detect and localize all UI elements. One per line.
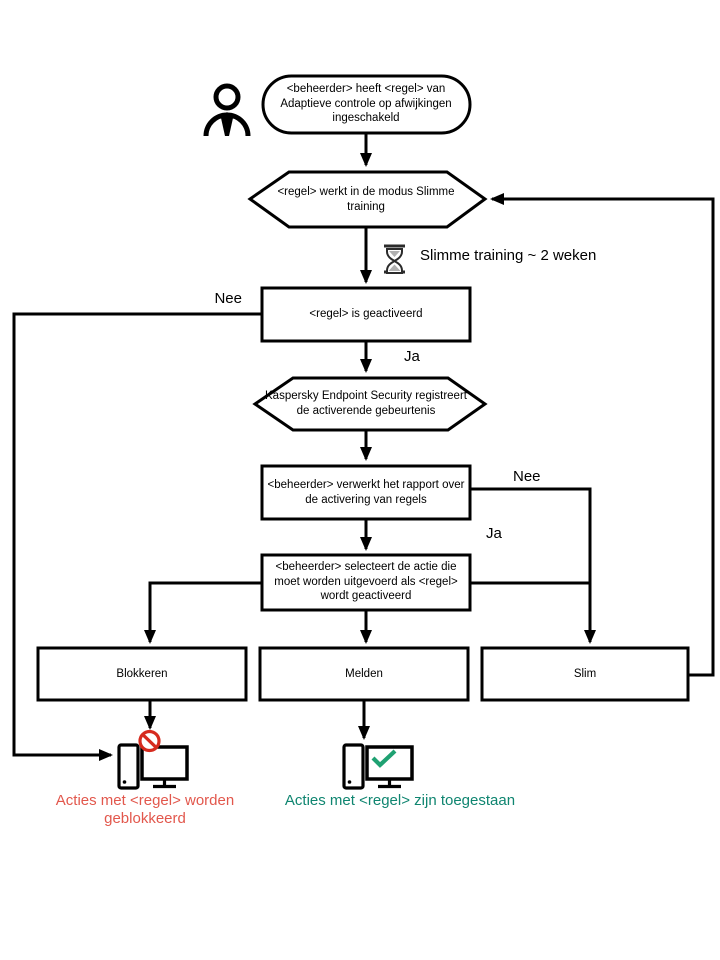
start-node-label: <beheerder> heeft <regel> van Adaptieve … (280, 83, 452, 124)
edge-select-to-blokkeren (144, 581, 262, 644)
training-duration-label: Slimme training ~ 2 weken (420, 247, 597, 264)
rule-triggered-node-shape (260, 286, 472, 343)
processes-report-node-shape (260, 464, 472, 521)
prohibition-icon (138, 729, 161, 753)
registers-event-node-shape (252, 376, 488, 432)
registers-event-node-label: Kaspersky Endpoint Security registreert … (265, 390, 467, 417)
melden-node-label: Melden (345, 668, 383, 680)
edge-slim-feedback-to-training (490, 193, 715, 677)
training-mode-node-label: <regel> werkt in de modus Slimme trainin… (277, 186, 455, 213)
blocked-devices-icon (117, 729, 189, 790)
nee-rule-label: Nee (214, 290, 242, 307)
training-mode-node-shape (247, 170, 488, 229)
blocked-outcome-caption: Acties met <regel> worden geblokkeerd (55, 792, 235, 827)
blokkeren-node-shape (36, 646, 248, 702)
ja-rule-label: Ja (404, 348, 420, 365)
allowed-outcome-caption: Acties met <regel> zijn toegestaan (284, 792, 516, 809)
checkmark-icon (371, 749, 397, 768)
melden-node-shape (258, 646, 470, 702)
blokkeren-node-label: Blokkeren (116, 668, 168, 680)
selects-action-node-shape (260, 553, 472, 612)
nee-report-label: Nee (513, 468, 541, 485)
allowed-devices-icon (342, 743, 414, 790)
slim-node-label: Slim (573, 668, 597, 680)
start-node-shape (261, 74, 472, 135)
edge-triggered-nee-to-blocked (12, 312, 262, 761)
slim-node-shape (480, 646, 690, 702)
ja-report-label: Ja (486, 525, 502, 542)
hourglass-icon (384, 244, 405, 274)
processes-report-node-label: <beheerder> verwerkt het rapport over de… (267, 479, 465, 506)
selects-action-node-label: <beheerder> selecteert de actie die moet… (274, 561, 458, 602)
user-icon (203, 83, 251, 137)
edge-report-nee-to-slim (470, 487, 596, 644)
rule-triggered-node-label: <regel> is geactiveerd (309, 308, 423, 320)
